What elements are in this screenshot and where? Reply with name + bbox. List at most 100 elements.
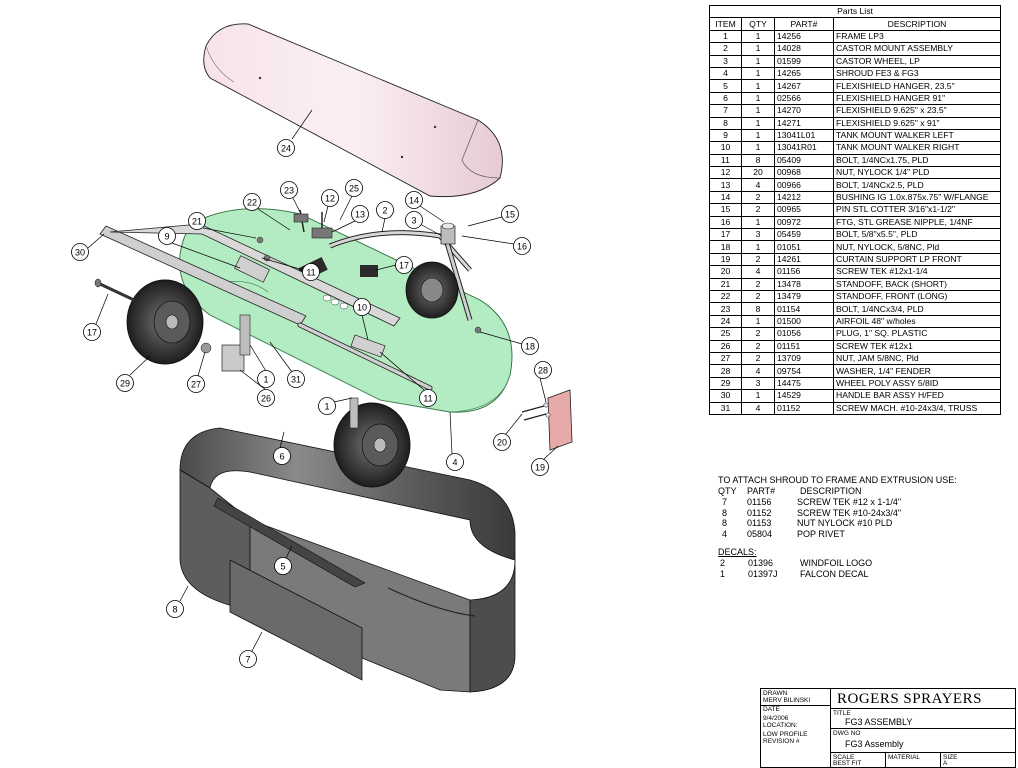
description-cell: CASTOR WHEEL, LP (833, 54, 1001, 68)
part-number-cell: 01500 (774, 314, 834, 329)
qty-cell: 1 (741, 314, 775, 329)
qty-cell: 2 (741, 203, 775, 217)
qty-cell: 1 (741, 215, 775, 230)
attach-col-description: DESCRIPTION (800, 486, 862, 496)
item-balloon: 22 (243, 193, 261, 211)
part-number-cell: 00965 (774, 203, 834, 217)
item-balloon: 23 (280, 181, 298, 199)
item-cell: 11 (709, 153, 742, 168)
attach-col-qty: QTY (718, 486, 737, 496)
top-hardware (256, 209, 482, 334)
part-number-cell: 01152 (774, 401, 834, 415)
part-number-cell: 05459 (774, 228, 834, 242)
qty-cell: 1 (741, 66, 775, 81)
axle-bolt (94, 278, 212, 354)
item-balloon-label: 11 (423, 394, 432, 404)
item-balloon-label: 8 (172, 605, 177, 615)
qty-cell: 4 (741, 364, 775, 378)
part-number-cell: 00972 (774, 215, 834, 230)
item-cell: 2 (709, 42, 742, 56)
qty-cell: 3 (741, 376, 775, 391)
part-number-cell: 14261 (774, 252, 834, 267)
decal-part-number: 01397J (748, 568, 778, 579)
qty-cell: 1 (741, 116, 775, 130)
dwg-label: DWG NO (833, 730, 861, 737)
item-cell: 9 (709, 128, 742, 143)
date-value: 9/4/2006 (763, 715, 789, 722)
description-cell: NUT, NYLOCK 1/4" PLD (833, 166, 1001, 180)
item-balloon-label: 2 (382, 206, 387, 216)
decal-description: WINDFOIL LOGO (800, 558, 873, 568)
item-balloon-label: 27 (191, 380, 201, 390)
item-balloon-label: 5 (280, 562, 285, 572)
item-balloon: 17 (395, 256, 413, 274)
item-balloon-label: 15 (505, 210, 515, 220)
part-number-cell: 01056 (774, 327, 834, 341)
item-cell: 8 (709, 116, 742, 130)
part-number-cell: 01154 (774, 302, 834, 316)
qty-cell: 1 (741, 79, 775, 93)
item-cell: 14 (709, 190, 742, 205)
dwg-cell: DWG NO FG3 Assembly (830, 728, 1015, 753)
material-label: MATERIAL (888, 754, 921, 761)
item-cell: 20 (709, 265, 742, 279)
item-balloon: 25 (345, 179, 363, 197)
item-balloon: 18 (521, 337, 539, 355)
part-number-cell: 13041L01 (774, 128, 834, 143)
part-number-cell: 14271 (774, 116, 834, 130)
item-balloon: 14 (405, 191, 423, 209)
item-cell: 17 (709, 228, 742, 242)
qty-cell: 1 (741, 240, 775, 254)
part-number-cell: 05409 (774, 153, 834, 168)
item-cell: 27 (709, 351, 742, 366)
revision-label: REVISION # (763, 738, 800, 745)
scale-cell: SCALE BEST FIT (830, 752, 886, 767)
item-balloon-label: 30 (75, 248, 85, 258)
item-balloon-label: 17 (399, 261, 409, 271)
attach-part-number: 01152 (747, 507, 772, 518)
material-cell: MATERIAL (885, 752, 941, 767)
item-cell: 5 (709, 79, 742, 93)
castor-assembly (329, 222, 473, 321)
item-balloon: 21 (188, 212, 206, 230)
leader-lines (87, 109, 559, 652)
title-cell: TITLE FG3 ASSEMBLY (830, 708, 1015, 729)
attach-part-number: 01156 (747, 497, 772, 507)
part-number-cell: 01151 (774, 339, 834, 353)
item-cell: 30 (709, 389, 742, 403)
item-balloon-label: 1 (324, 402, 329, 412)
scale-label: SCALE (833, 754, 855, 761)
item-balloon-label: 28 (538, 366, 548, 376)
description-cell: CASTOR MOUNT ASSEMBLY (833, 42, 1001, 56)
item-balloon-label: 4 (452, 458, 457, 468)
item-balloon: 10 (353, 298, 371, 316)
item-cell: 16 (709, 215, 742, 230)
description-cell: CURTAIN SUPPORT LP FRONT (833, 252, 1001, 267)
header-part: PART# (774, 17, 834, 31)
item-balloon: 1 (257, 370, 275, 388)
qty-cell: 2 (741, 339, 775, 353)
item-cell: 31 (709, 401, 742, 415)
item-balloon: 4 (446, 453, 464, 471)
decal-qty: 1 (720, 568, 726, 579)
part-number-cell: 01156 (774, 265, 834, 279)
attach-description: POP RIVET (797, 528, 845, 539)
item-balloon: 24 (277, 139, 295, 157)
